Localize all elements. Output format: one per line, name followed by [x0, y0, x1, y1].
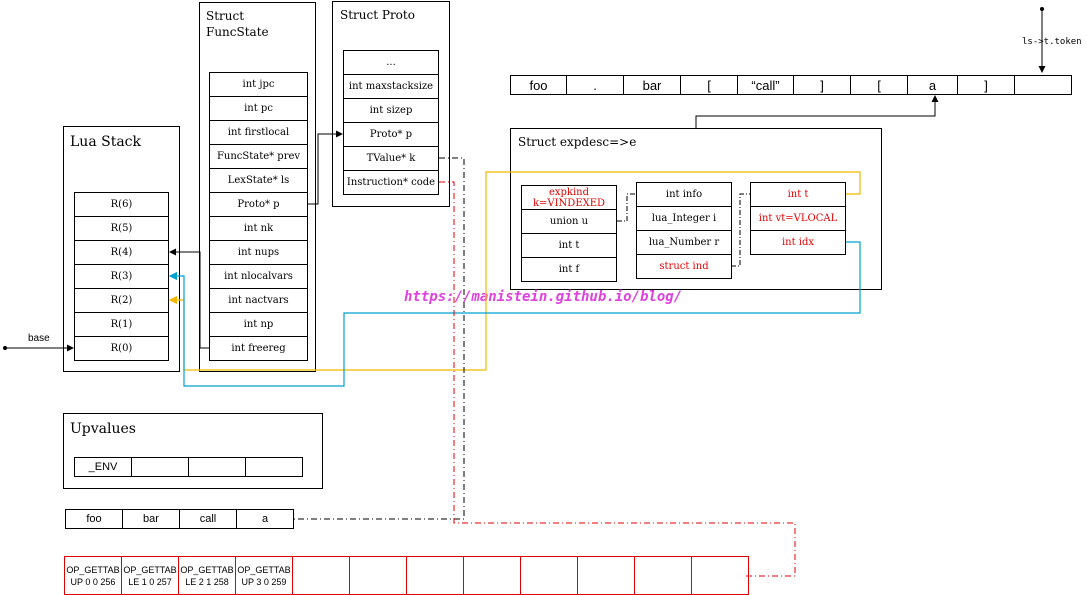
token-cell-8: ]: [957, 75, 1015, 95]
base-label: base: [28, 333, 50, 344]
funcstate-field-11: int freereg: [209, 336, 308, 361]
ind-idx-to-r3-line: [168, 241, 861, 387]
proto-field-1: int maxstacksize: [343, 74, 439, 99]
proto-title: Struct Proto: [340, 8, 415, 22]
token-cell-6: [: [850, 75, 908, 95]
stack-register-6: R(0): [74, 336, 169, 361]
stack-register-0: R(6): [74, 192, 169, 217]
funcstate-field-7: int nups: [209, 240, 308, 265]
proto-field-0: ...: [343, 50, 439, 75]
token-cell-9: [1014, 75, 1072, 95]
funcstate-field-1: int pc: [209, 96, 308, 121]
instruction-cell-10: [634, 556, 692, 595]
expdesc-ind-link: [731, 193, 750, 267]
code-to-instructions-line: [439, 181, 796, 577]
funcstate-field-9: int nactvars: [209, 288, 308, 313]
instruction-cell-5: [349, 556, 407, 595]
token-pointer-label: ls->t.token: [1022, 37, 1082, 47]
expdesc-field-3: int f: [521, 257, 617, 282]
watermark-url: https://manistein.github.io/blog/: [404, 289, 683, 305]
freereg-to-r4-line: [169, 248, 209, 349]
proto-field-4: TValue* k: [343, 146, 439, 171]
funcstate-field-3: FuncState* prev: [209, 144, 308, 169]
upvalues-title: Upvalues: [70, 421, 136, 437]
expdesc-union-field-2: lua_Number r: [636, 230, 732, 255]
stack-register-1: R(5): [74, 216, 169, 241]
expdesc-ind-field-0: int t: [750, 182, 846, 207]
expdesc-field-1: union u: [521, 209, 617, 234]
expdesc-field-0: expkind k=VINDEXED: [521, 185, 617, 210]
expdesc-ind-field-1: int vt=VLOCAL: [750, 206, 846, 231]
funcstate-field-6: int nk: [209, 216, 308, 241]
funcstate-title: Struct FuncState: [206, 9, 269, 39]
ind-t-to-r2-line: [168, 171, 861, 371]
funcstate-field-2: int firstlocal: [209, 120, 308, 145]
stack-register-3: R(3): [74, 264, 169, 289]
instruction-cell-2: OP_GETTAB LE 2 1 258: [178, 556, 236, 595]
k-to-constants-line: [291, 157, 465, 520]
proto-field-5: Instruction* code: [343, 170, 439, 195]
expdesc-title: Struct expdesc=>e: [518, 135, 637, 149]
instruction-cell-0: OP_GETTAB UP 0 0 256: [64, 556, 122, 595]
stack-register-2: R(4): [74, 240, 169, 265]
expdesc-union-field-3: struct ind: [636, 254, 732, 279]
expdesc-ind-field-2: int idx: [750, 230, 846, 255]
lua-stack-title: Lua Stack: [70, 134, 141, 150]
token-cell-4: “call”: [737, 75, 794, 95]
expdesc-union-link: [617, 193, 636, 222]
expdesc-to-token-line: [695, 95, 939, 128]
upvalue-cell-3: [245, 457, 303, 477]
proto-pointer-line: [308, 130, 343, 205]
constant-cell-3: a: [236, 509, 294, 529]
token-cell-2: bar: [623, 75, 681, 95]
instruction-cell-6: [406, 556, 464, 595]
